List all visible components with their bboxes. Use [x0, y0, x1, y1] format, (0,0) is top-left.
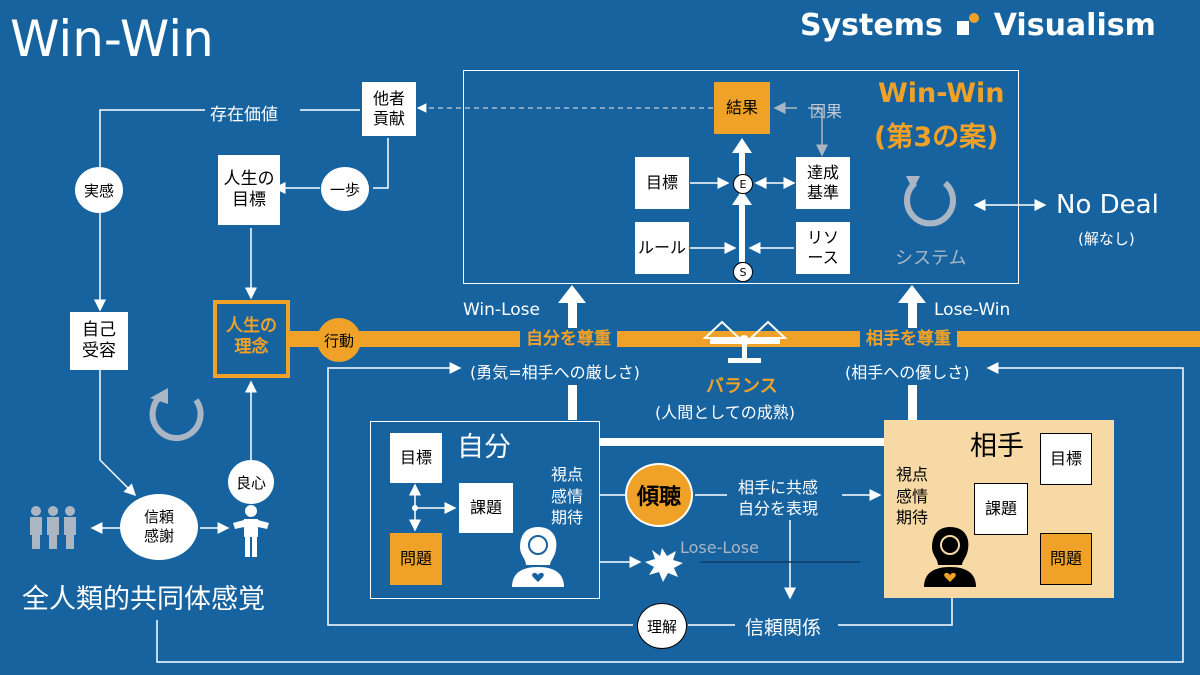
trust-relationship-label: 信頼関係 [745, 617, 822, 639]
existence-value-label: 存在価値 [210, 105, 278, 125]
win-lose-label: Win-Lose [463, 300, 540, 320]
partner-task-box: 課題 [974, 483, 1028, 535]
self-problem-box: 問題 [390, 533, 442, 585]
partner-title: 相手 [970, 431, 1024, 462]
other-respect-label: 相手を尊重 [860, 328, 957, 350]
self-goal-box: 目標 [390, 433, 442, 483]
trust-gratitude-circle: 信頼 感謝 [120, 494, 198, 560]
system-goal-box: 目標 [635, 157, 689, 209]
person-icon [233, 505, 269, 557]
life-philosophy-frame [213, 300, 290, 378]
no-deal-label: No Deal [1056, 190, 1159, 220]
system-frame [463, 70, 1019, 284]
partner-problem-box: 問題 [1040, 533, 1092, 585]
people-group-icon [28, 505, 78, 550]
self-respect-sub: (勇気=相手への厳しさ) [470, 363, 640, 382]
rules-box: ルール [635, 222, 689, 274]
balance-label: バランス [706, 376, 778, 397]
self-panel [370, 421, 600, 599]
life-goal-box: 人生の 目標 [218, 155, 280, 225]
causality-label: 因果 [810, 102, 843, 121]
balance-sub: (人間としての成熟) [655, 403, 796, 422]
balance-scale-icon [702, 320, 788, 363]
self-title: 自分 [457, 432, 511, 463]
win-win-subheading: (第3の案) [874, 122, 999, 153]
partner-goal-box: 目標 [1040, 433, 1092, 485]
action-circle: 行動 [317, 318, 361, 362]
self-head-icon [508, 525, 568, 587]
win-win-heading: Win-Win [878, 78, 1005, 109]
node-s: S [733, 262, 753, 282]
brand-logo: Systems Visualism [800, 8, 1156, 43]
brand-mark-icon [957, 13, 980, 37]
understanding-circle: 理解 [637, 603, 687, 649]
self-task-box: 課題 [459, 483, 513, 533]
self-respect-label: 自分を尊重 [520, 328, 617, 350]
partner-viewpoint-label: 視点 感情 期待 [896, 465, 929, 528]
self-acceptance-box: 自己 受容 [70, 312, 128, 370]
brand-right: Visualism [993, 8, 1156, 43]
node-e: E [733, 174, 753, 194]
achievement-criteria-box: 達成 基準 [796, 157, 850, 209]
life-philosophy-label: 人生の 理念 [226, 316, 277, 358]
brand-left: Systems [800, 8, 943, 43]
system-label: システム [895, 248, 967, 269]
realization-circle: 実感 [75, 167, 123, 213]
partner-head-icon [920, 525, 980, 587]
resources-box: リソ ース [796, 222, 850, 274]
other-respect-sub: (相手への優しさ) [845, 363, 970, 382]
one-step-circle: 一歩 [321, 167, 369, 211]
community-label: 全人類的共同体感覚 [22, 584, 265, 615]
page-title: Win-Win [10, 10, 214, 68]
listening-circle: 傾聴 [625, 463, 693, 527]
self-viewpoint-label: 視点 感情 期待 [551, 465, 584, 528]
contribution-box: 他者 貢献 [362, 82, 416, 136]
lose-win-label: Lose-Win [934, 300, 1011, 320]
empathy-label: 相手に共感 自分を表現 [738, 478, 819, 518]
burst-icon [645, 548, 683, 582]
lose-lose-label: Lose-Lose [680, 538, 759, 557]
result-box: 結果 [714, 82, 770, 134]
conscience-circle: 良心 [228, 460, 274, 504]
no-deal-sub: (解なし) [1078, 230, 1135, 248]
